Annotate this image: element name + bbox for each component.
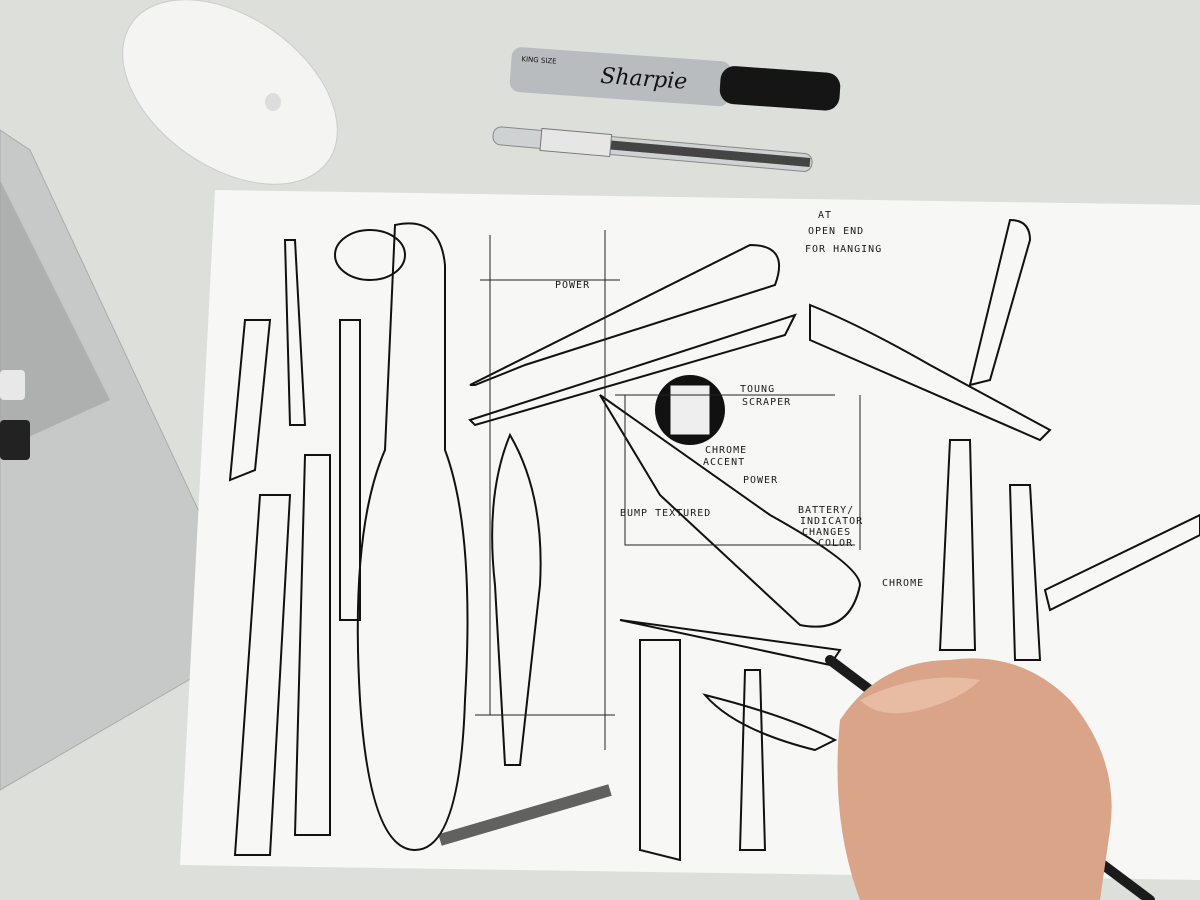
toothbrush-sketches xyxy=(228,218,1200,862)
gel-pen xyxy=(492,126,813,172)
annotation: POWER xyxy=(555,280,590,291)
marker-label-text: KING SIZE xyxy=(521,55,557,65)
apple-logo-icon xyxy=(265,93,281,111)
annotation: AT xyxy=(818,210,832,221)
annotation: INDICATOR xyxy=(800,516,863,527)
annotation: OPEN END xyxy=(808,226,864,237)
annotation: BUMP TEXTURED xyxy=(620,508,711,519)
hand-with-pencil xyxy=(825,655,1155,900)
annotation: TOUNG xyxy=(740,384,775,395)
annotation: CHANGES xyxy=(802,527,851,538)
annotation: FOR HANGING xyxy=(805,244,882,255)
annotation: CHROME xyxy=(705,445,747,456)
annotation: COLOR xyxy=(818,538,853,549)
sharpie-marker: Sharpie KING SIZE xyxy=(509,47,841,111)
annotation: CHROME xyxy=(882,578,924,589)
marker-brand-text: Sharpie xyxy=(600,64,689,95)
annotation: ACCENT xyxy=(703,457,745,468)
annotation: BATTERY/ xyxy=(798,505,854,516)
sketch-annotations: AT OPEN END FOR HANGING POWER TOUNG SCRA… xyxy=(555,210,924,589)
annotation: SCRAPER xyxy=(742,397,791,408)
laptop xyxy=(0,129,246,791)
keyboard-key xyxy=(0,420,30,460)
mouse xyxy=(122,0,338,185)
annotation: POWER xyxy=(743,475,778,486)
